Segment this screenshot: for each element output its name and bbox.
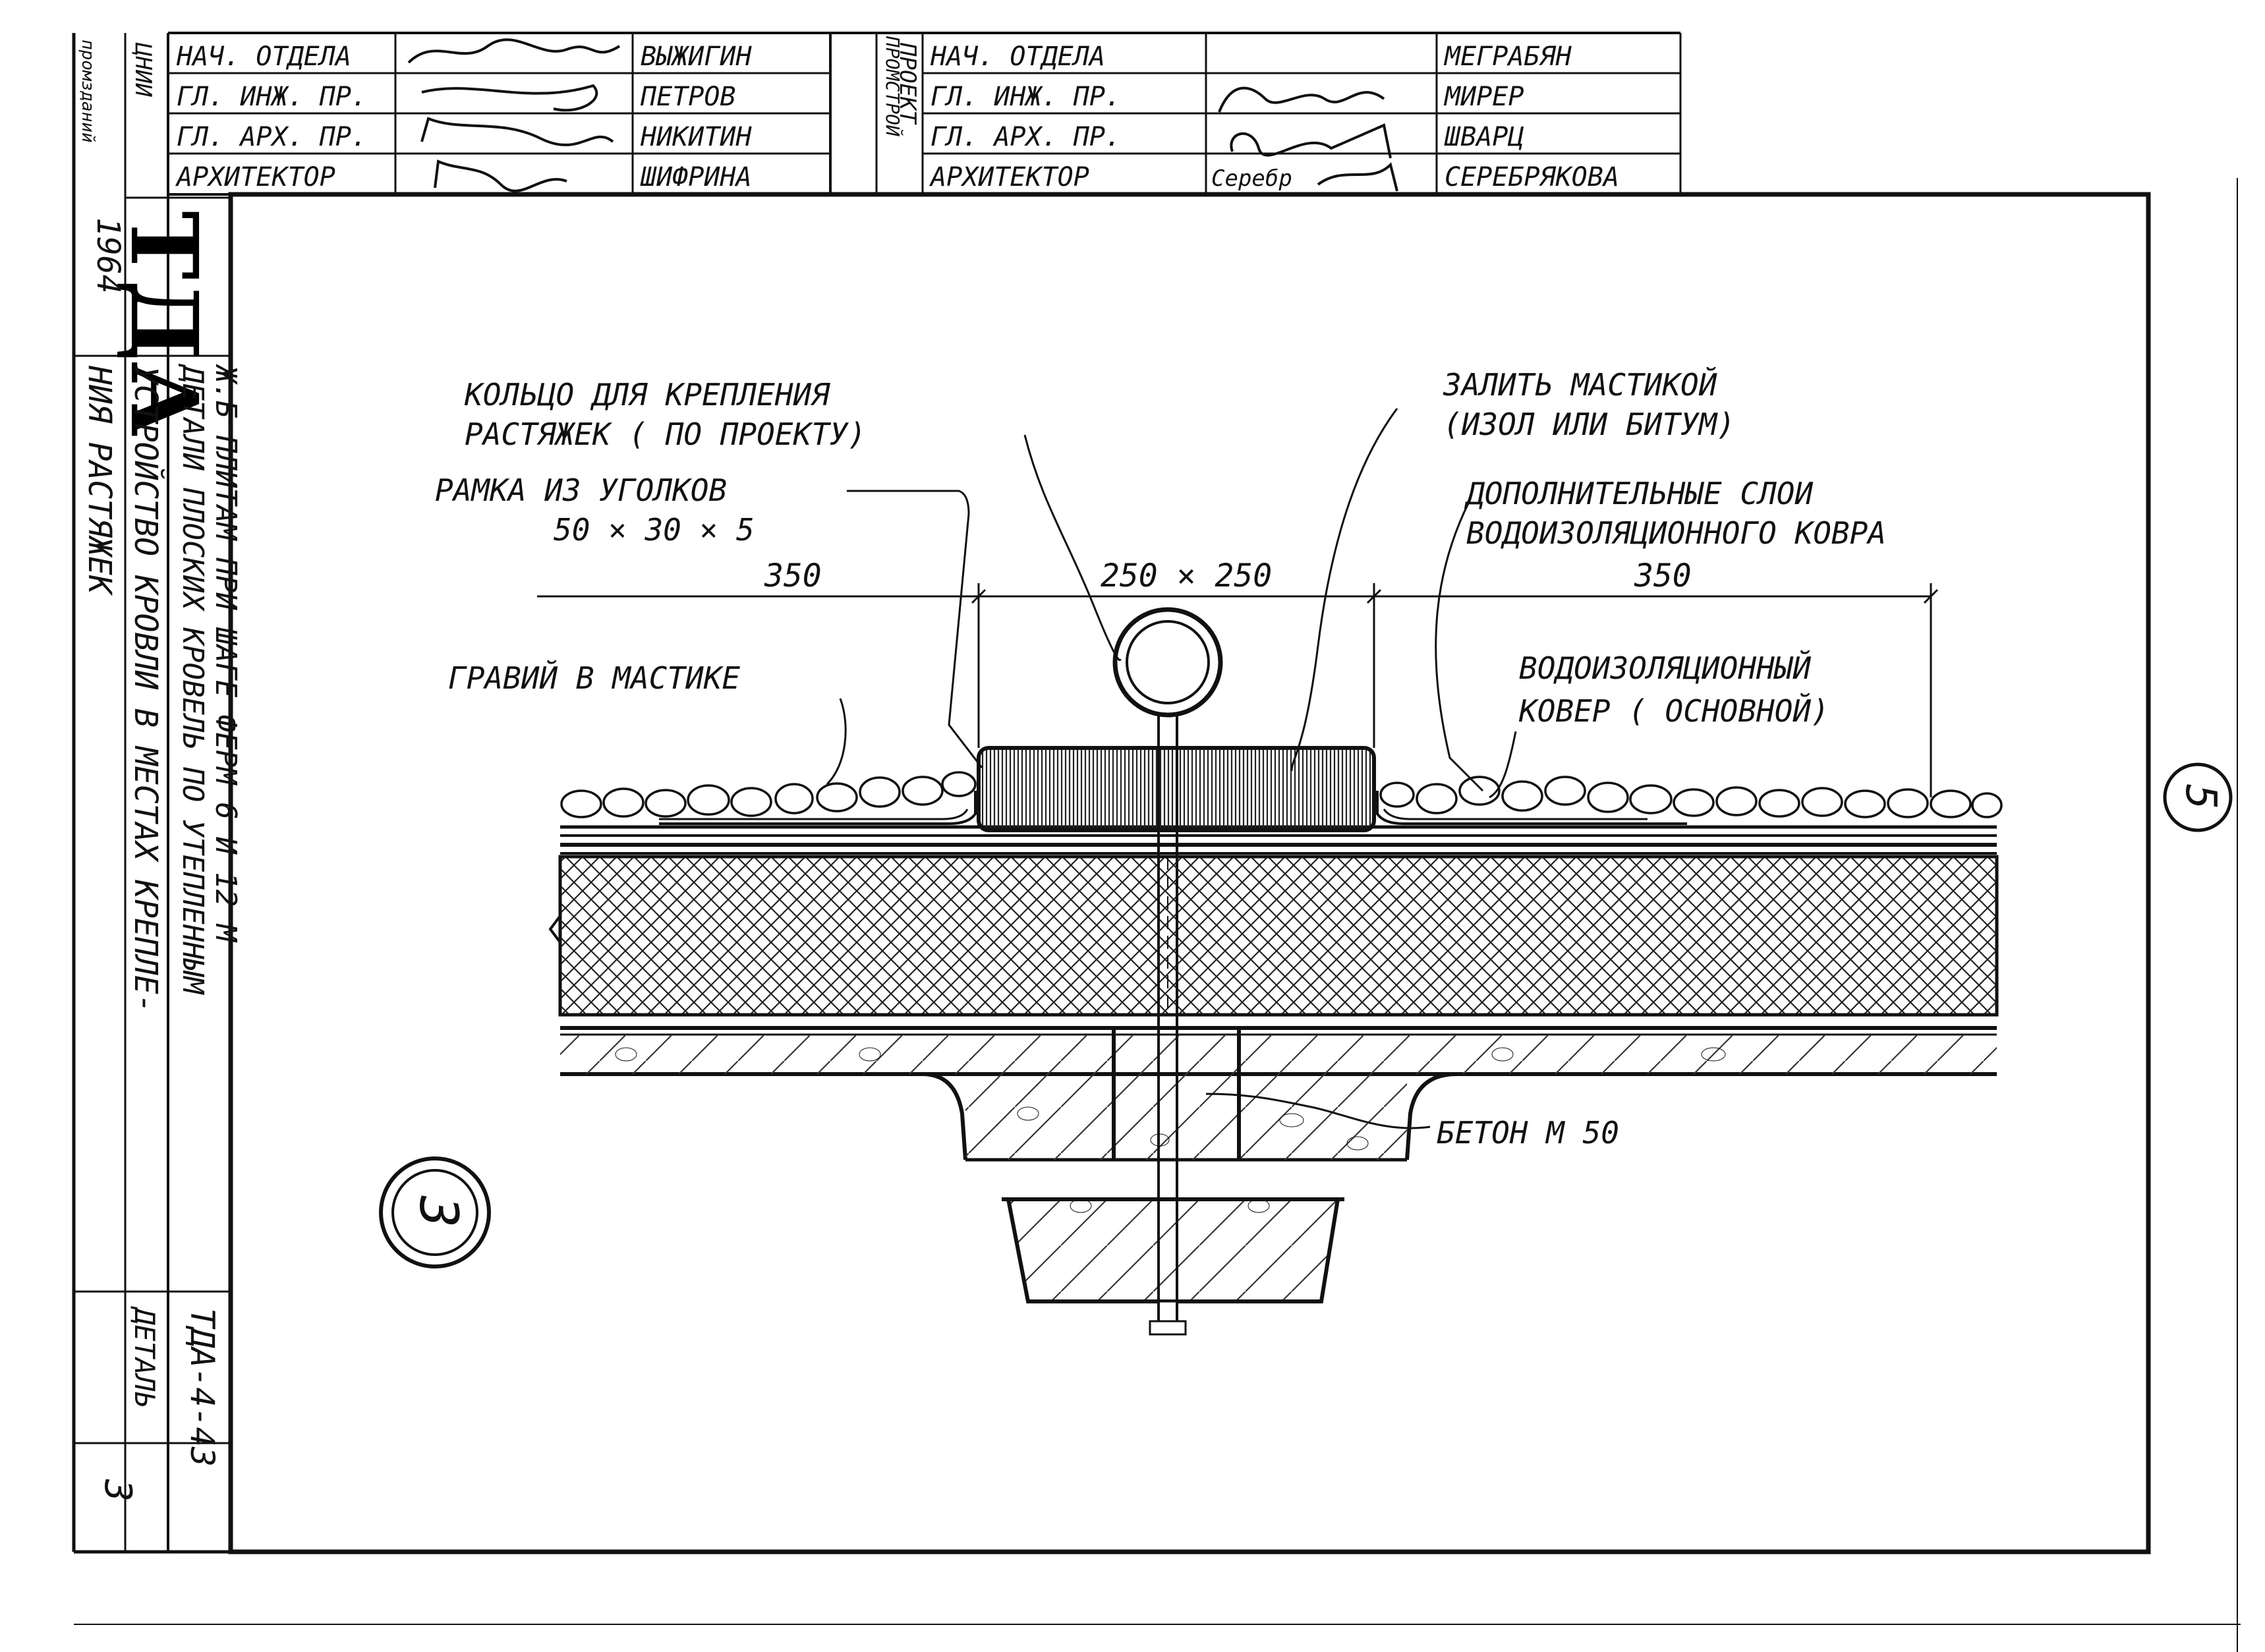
lower-bracket <box>1002 1197 1344 1336</box>
slab-plate <box>560 1026 1997 1162</box>
title-block-left: НАЧ. ОТДЕЛА ГЛ. ИНЖ. ПР. ГЛ. АРХ. ПР. АР… <box>175 42 752 192</box>
signature-7 <box>1317 162 1398 192</box>
side-sheet-label: ДЕТАЛЬ <box>129 1306 161 1408</box>
side-strip: ТДА 1964 ДЕТАЛИ ПЛОСКИХ КРОВЕЛЬ ПО УТЕПЛ… <box>81 211 243 1502</box>
side-subtitle-line-2: НИЯ РАСТЯЖЕК <box>81 365 118 596</box>
side-year: 1964 <box>90 217 127 294</box>
anchor-rod <box>1157 715 1178 1321</box>
side-title-line-1: ДЕТАЛИ ПЛОСКИХ КРОВЕЛЬ ПО УТЕПЛЕННЫМ <box>176 363 210 995</box>
signatures-left <box>407 38 621 192</box>
signature-4 <box>434 159 567 192</box>
label-carpet-line-1: ВОДОИЗОЛЯЦИОННЫЙ <box>1519 650 1811 686</box>
stamp-right-role-2: ГЛ. ИНЖ. ПР. <box>931 82 1121 112</box>
stamp-right-role-1: НАЧ. ОТДЕЛА <box>930 42 1105 72</box>
label-mastic-line-2: (ИЗОЛ ИЛИ БИТУМ) <box>1443 407 1735 442</box>
annotations: КОЛЬЦО ДЛЯ КРЕПЛЕНИЯ РАСТЯЖЕК ( ПО ПРОЕК… <box>435 367 1886 1151</box>
stamp-left-org-1: ЦНИИ <box>130 42 156 97</box>
dimension-lines <box>537 583 1939 797</box>
stamp-right-role-3: ГЛ. АРХ. ПР. <box>931 122 1121 152</box>
dim-left: 350 <box>764 557 822 594</box>
label-layers-line-2: ВОДОИЗОЛЯЦИОННОГО КОВРА <box>1466 515 1886 551</box>
side-subtitle-line-1: УСТРОЙСТВО КРОВЛИ В МЕСТАХ КРЕПЛЕ- <box>127 366 165 1013</box>
insulation-layer <box>558 855 1999 1017</box>
stamp-left-role-1: НАЧ. ОТДЕЛА <box>176 42 351 72</box>
tie-ring <box>1112 607 1223 718</box>
label-frame-line-1: РАМКА ИЗ УГОЛКОВ <box>435 472 727 508</box>
side-doc-code: ТДА-4-43 <box>183 1308 221 1467</box>
stamp-left-role-3: ГЛ. АРХ. ПР. <box>177 122 367 152</box>
label-ring-line-2: РАСТЯЖЕК ( ПО ПРОЕКТУ) <box>465 416 866 452</box>
sheet-ref: 5 <box>2176 784 2225 810</box>
tda-logo: ТДА <box>109 211 217 437</box>
label-gravel: ГРАВИЙ В МАСТИКЕ <box>448 660 740 696</box>
stamp-right-org-1: ПРОМСТРОЙ <box>882 36 904 136</box>
label-frame-line-2: 50 × 30 × 5 <box>554 512 755 548</box>
signatures-right <box>1218 86 1398 192</box>
side-sheet-number: 3 <box>96 1479 139 1502</box>
stamp-right-name-2: МИРЕР <box>1443 82 1524 112</box>
signature-5 <box>1218 86 1385 113</box>
signature-6 <box>1230 123 1392 159</box>
roof-section <box>548 607 2003 1336</box>
gravel-layer <box>560 771 2003 818</box>
signature-3 <box>420 117 614 146</box>
break-mark <box>548 915 561 944</box>
detail-marker: 3 <box>379 1156 491 1268</box>
dim-center: 250 × 250 <box>1101 557 1272 594</box>
stamp-left-name-4: ШИФРИНА <box>640 162 752 192</box>
dim-right: 350 <box>1634 557 1692 594</box>
leader-lines <box>826 408 1517 1129</box>
side-title-line-2: Ж.Б ПЛИТАМ ПРИ ШАГЕ ФЕРМ 6 И 12 М <box>209 364 243 943</box>
title-block-right: НАЧ. ОТДЕЛА ГЛ. ИНЖ. ПР. ГЛ. АРХ. ПР. АР… <box>929 42 1619 192</box>
signature-2 <box>421 84 598 112</box>
stamp-right-role-4: АРХИТЕКТОР <box>929 162 1089 192</box>
stamp-left-name-1: ВЫЖИГИН <box>641 42 752 72</box>
label-ring-line-1: КОЛЬЦО ДЛЯ КРЕПЛЕНИЯ <box>464 377 830 413</box>
stamp-left-org-2: промзданий <box>78 40 98 143</box>
stamp-left-name-2: ПЕТРОВ <box>640 82 736 112</box>
stamp-left-role-4: АРХИТЕКТОР <box>175 162 335 192</box>
sheet-ref-marker: 5 <box>2163 762 2233 832</box>
detail-number: 3 <box>408 1195 469 1228</box>
sheet-frame <box>72 32 2241 1652</box>
stamp-right-name-4: СЕРЕБРЯКОВА <box>1445 162 1619 192</box>
stamp-right-signature-text: Серебр <box>1211 165 1292 192</box>
label-carpet-line-2: КОВЕР ( ОСНОВНОЙ) <box>1518 693 1829 729</box>
label-concrete: БЕТОН М 50 <box>1437 1115 1619 1151</box>
label-layers-line-1: ДОПОЛНИТЕЛЬНЫЕ СЛОИ <box>1464 476 1813 511</box>
label-mastic-line-1: ЗАЛИТЬ МАСТИКОЙ <box>1443 367 1717 403</box>
stamp-right-name-3: ШВАРЦ <box>1444 122 1524 152</box>
stamp-left-role-2: ГЛ. ИНЖ. ПР. <box>177 82 367 112</box>
stamp-right-name-1: МЕГРАБЯН <box>1443 42 1572 72</box>
stamp-right-org-2: ПРОЕКТ <box>894 42 921 125</box>
signature-1 <box>407 38 621 64</box>
stamp-left-name-3: НИКИТИН <box>640 122 752 152</box>
